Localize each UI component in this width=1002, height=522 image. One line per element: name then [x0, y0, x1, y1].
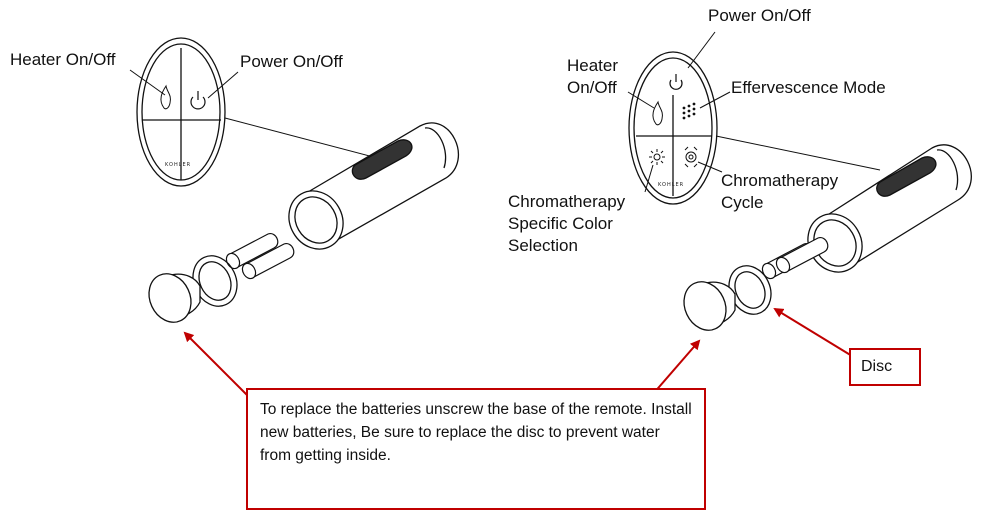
left-leader-lines — [129, 69, 386, 161]
effervescence-icon — [682, 102, 696, 120]
left-heater-label: Heater On/Off — [10, 50, 116, 69]
flame-icon — [160, 84, 171, 110]
arrow-to-left-cap — [183, 331, 249, 397]
instructions-text: To replace the batteries unscrew the bas… — [260, 401, 692, 464]
left-power-label: Power On/Off — [240, 52, 343, 71]
annotation-arrows — [183, 307, 853, 397]
effervescence-label: Effervescence Mode — [731, 78, 886, 97]
right-remote-face — [628, 51, 718, 205]
instructions-callout: To replace the batteries unscrew the bas… — [246, 388, 706, 510]
right-batteries — [761, 236, 829, 280]
chroma-specific-label-line2: Specific Color — [508, 214, 613, 233]
power-icon — [190, 91, 206, 110]
disc-callout: Disc — [849, 348, 921, 386]
left-cap — [148, 273, 201, 323]
right-heater-label-line2: On/Off — [567, 78, 617, 97]
flame-icon — [652, 100, 663, 126]
right-heater-label-line1: Heater — [567, 56, 619, 75]
sun-icon — [649, 149, 665, 165]
right-power-label: Power On/Off — [708, 6, 811, 25]
left-remote-face — [136, 37, 226, 187]
left-remote-body — [288, 122, 460, 250]
chroma-specific-label-line3: Selection — [508, 236, 578, 255]
right-cap — [683, 281, 736, 331]
left-batteries — [225, 232, 295, 280]
chroma-cycle-label-line2: Cycle — [721, 193, 764, 212]
chroma-specific-label-line1: Chromatherapy — [508, 192, 626, 211]
right-remote-body — [807, 144, 972, 273]
disc-label: Disc — [861, 358, 893, 375]
chroma-cycle-label-line1: Chromatherapy — [721, 171, 839, 190]
arrow-to-right-cap — [652, 339, 701, 395]
cycle-icon — [684, 146, 698, 168]
left-brand-logo: KOHLER — [165, 162, 191, 168]
right-leader-lines — [627, 31, 881, 193]
arrow-to-disc — [773, 307, 853, 357]
power-icon — [669, 74, 683, 90]
right-brand-logo: KOHLER — [658, 182, 684, 188]
